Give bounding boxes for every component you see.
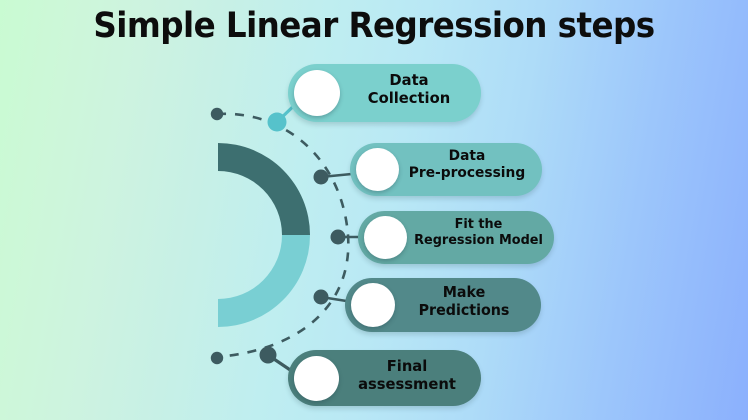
path-end-dot [210,351,224,365]
step-node-4[interactable] [313,289,329,305]
step-pill-3[interactable]: Fit the Regression Model [358,211,554,264]
step-pill-2[interactable]: Data Pre-processing [350,143,542,196]
step-label-4: Make Predictions [397,283,532,319]
step-label-1-line1: Data [389,71,429,89]
step-label-3-line1: Fit the [454,216,503,232]
path-start-dot [210,107,224,121]
step-label-3-line2: Regression Model [414,231,543,248]
step-node-5[interactable] [259,346,277,364]
step-label-4-line2: Predictions [418,300,510,319]
step-pill-4[interactable]: Make Predictions [345,278,541,332]
step-node-1[interactable] [267,112,287,132]
step-bullet-1 [294,70,340,116]
step-label-5-line1: Final [386,357,428,375]
step-bullet-4 [351,283,395,327]
step-bullet-2 [356,148,399,191]
step-pill-1[interactable]: Data Collection [288,64,481,122]
step-bullet-5 [294,356,339,401]
step-label-1-line2: Collection [367,89,451,108]
progress-arc-light-segment [218,235,310,327]
progress-arc-dark-segment [218,143,310,235]
step-label-2-line1: Data [448,148,486,164]
step-label-4-line1: Make [442,283,486,301]
page-title: Simple Linear Regression steps [93,6,655,46]
step-node-2[interactable] [313,169,329,185]
step-label-2-line2: Pre-processing [408,164,526,181]
step-label-2: Data Pre-processing [398,148,537,182]
step-label-5: Final assessment [341,357,472,393]
step-label-3: Fit the Regression Model [410,216,548,249]
step-label-5-line2: assessment [358,375,456,394]
step-label-1: Data Collection [343,71,474,107]
step-bullet-3 [364,216,407,259]
step-pill-5[interactable]: Final assessment [288,350,481,406]
step-node-3[interactable] [330,229,346,245]
